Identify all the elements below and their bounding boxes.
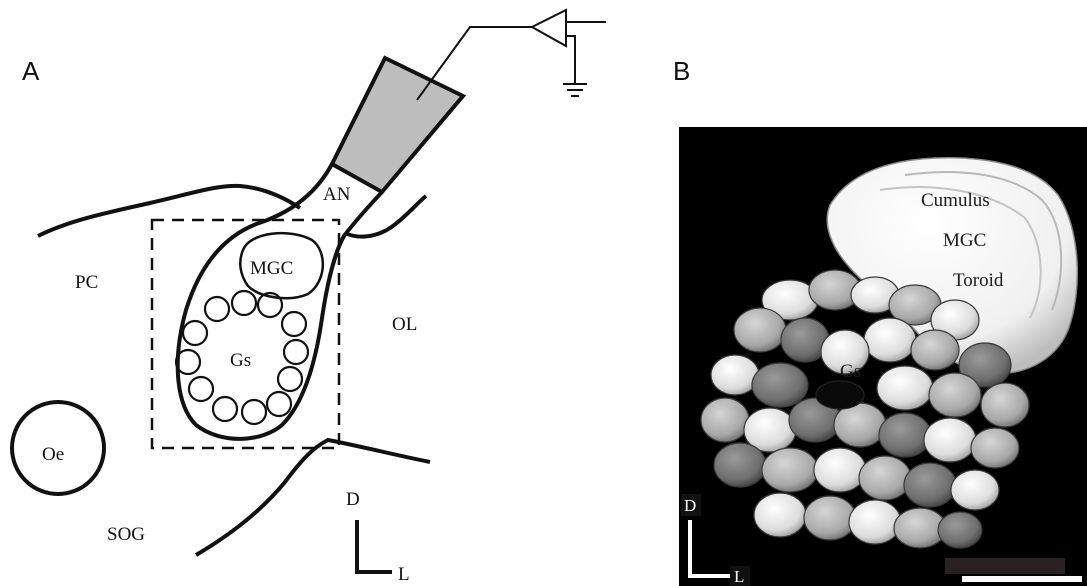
glomerulus-3d <box>834 403 886 447</box>
label-orient-l-a: L <box>398 564 410 585</box>
glomerulus-3d <box>752 363 808 407</box>
electrode <box>332 58 463 192</box>
glomerulus-3d <box>804 496 856 540</box>
panel-a-letter: A <box>22 56 40 86</box>
glomerulus <box>232 291 256 315</box>
glomerulus-3d <box>911 330 959 370</box>
glomerulus-3d <box>971 428 1019 468</box>
glomerulus-3d <box>734 308 786 352</box>
glomerulus-3d <box>754 493 806 537</box>
glomerulus <box>284 340 308 364</box>
glomerulus-3d-dark <box>816 381 864 409</box>
label-gs-b: Gs <box>840 361 861 382</box>
glomerulus-3d <box>849 500 901 544</box>
label-pc: PC <box>75 272 98 293</box>
label-orient-d-b: D <box>684 496 696 515</box>
panel-b: B <box>673 56 1087 586</box>
panel-b-letter: B <box>673 56 690 86</box>
label-gs-a: Gs <box>230 350 251 371</box>
glomerulus-3d <box>938 512 982 548</box>
label-orient-d-a: D <box>346 489 360 510</box>
ground-wire <box>566 36 575 84</box>
glomerulus-3d <box>864 318 916 362</box>
brain-contour-lower <box>196 440 430 555</box>
glomerulus-3d <box>714 443 766 487</box>
label-mgc-a: MGC <box>250 258 293 279</box>
label-mgc-b: MGC <box>943 230 986 251</box>
glomerulus <box>242 400 266 424</box>
orientation-axes-a <box>357 520 392 572</box>
amplifier-symbol <box>532 10 566 46</box>
glomerulus-3d <box>877 366 933 410</box>
label-sog: SOG <box>107 524 145 545</box>
glomerulus-3d <box>879 413 931 457</box>
brain-contour-right <box>345 196 426 237</box>
scale-bar <box>962 576 1082 582</box>
panel-a: A <box>12 10 606 585</box>
glomerulus <box>267 392 291 416</box>
brain-contour-left <box>38 186 300 236</box>
label-an: AN <box>323 184 351 205</box>
scale-bar-shadow <box>945 558 1065 574</box>
label-orient-l-b: L <box>734 567 744 586</box>
glomerulus-3d <box>814 448 866 492</box>
glomerulus-3d <box>859 456 911 500</box>
glomerulus-3d <box>711 355 759 395</box>
glomerulus-3d <box>762 448 818 492</box>
glomerulus <box>183 321 207 345</box>
label-toroid: Toroid <box>953 270 1004 291</box>
glomerulus <box>282 312 306 336</box>
glomerulus <box>205 297 229 321</box>
label-cumulus: Cumulus <box>921 190 990 211</box>
glomerulus-3d <box>951 470 999 510</box>
glomerulus-3d <box>981 383 1029 427</box>
glomerulus-3d <box>924 418 976 462</box>
label-oe: Oe <box>42 444 64 465</box>
glomerulus-3d <box>904 463 956 507</box>
glomerulus <box>189 377 213 401</box>
glomerulus-3d <box>701 398 749 442</box>
glomerulus <box>278 367 302 391</box>
glomerulus <box>213 397 237 421</box>
glomerulus-3d <box>929 373 981 417</box>
label-ol: OL <box>392 314 417 335</box>
